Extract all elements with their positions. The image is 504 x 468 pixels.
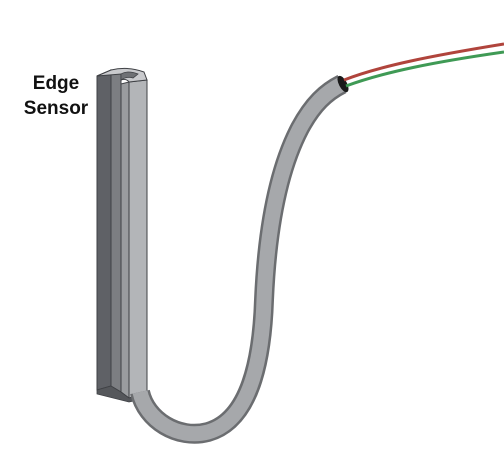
cable-end-tip bbox=[337, 75, 349, 93]
sensor-front-face bbox=[110, 69, 122, 393]
cable-outline bbox=[130, 75, 347, 444]
cable-fill bbox=[132, 77, 346, 442]
sensor-wires bbox=[343, 42, 504, 88]
sensor-slot-face bbox=[120, 81, 130, 399]
label-line-edge: Edge bbox=[33, 73, 79, 94]
sensor-cable bbox=[130, 75, 349, 444]
wire-red bbox=[343, 42, 504, 82]
edge-sensor-label: Edge Sensor bbox=[24, 73, 89, 119]
sensor-top-slot bbox=[120, 71, 139, 81]
wire-green bbox=[345, 50, 504, 88]
sensor-side-face bbox=[128, 79, 148, 399]
sensor-back-face bbox=[96, 69, 112, 391]
label-line-sensor: Sensor bbox=[24, 98, 89, 119]
edge-sensor-body bbox=[96, 67, 148, 403]
